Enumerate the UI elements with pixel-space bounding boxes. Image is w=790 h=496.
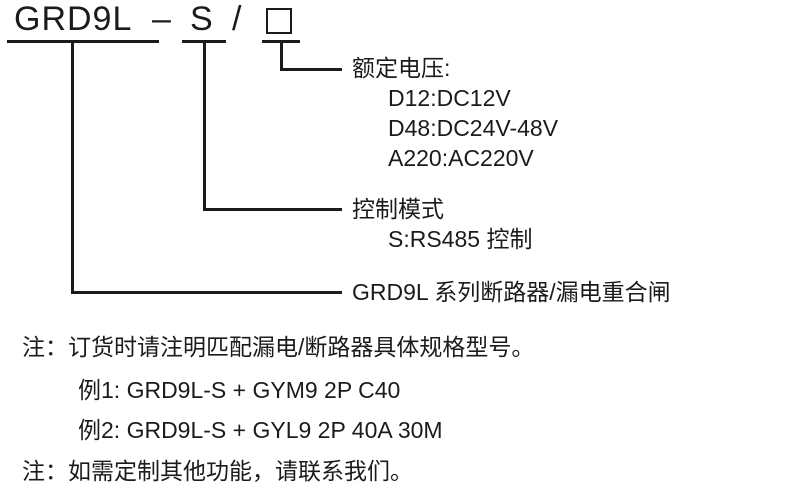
callout-rated-voltage-title: 额定电压:	[352, 55, 451, 81]
control-mode-option-rs485: S:RS485 控制	[388, 226, 533, 252]
note-example-2: 例2: GRD9L-S + GYL9 2P 40A 30M	[78, 417, 443, 443]
callout-series: GRD9L 系列断路器/漏电重合闸	[352, 277, 671, 307]
leader-vertical-control-mode	[203, 40, 206, 211]
callout-control-mode: 控制模式 S:RS485 控制	[352, 194, 532, 254]
model-code-voltage-placeholder-box	[266, 8, 292, 34]
model-code-separator-slash: /	[232, 0, 243, 38]
voltage-option-a220: A220:AC220V	[388, 145, 534, 171]
model-code-series: GRD9L	[14, 0, 133, 38]
leader-horizontal-voltage	[280, 68, 342, 71]
note-example-1: 例1: GRD9L-S + GYM9 2P C40	[78, 377, 401, 403]
leader-vertical-voltage	[280, 40, 283, 71]
leader-horizontal-series	[71, 291, 342, 294]
note-ordering: 注：订货时请注明匹配漏电/断路器具体规格型号。	[22, 334, 535, 360]
note-customize: 注：如需定制其他功能，请联系我们。	[22, 458, 413, 484]
leader-vertical-series	[71, 40, 74, 293]
voltage-option-d48: D48:DC24V-48V	[388, 115, 559, 141]
callout-control-mode-title: 控制模式	[352, 196, 444, 222]
underline-series	[7, 40, 159, 43]
model-code-control-mode: S	[190, 0, 214, 38]
callout-rated-voltage: 额定电压: D12:DC12V D48:DC24V-48V A220:AC220…	[352, 53, 558, 173]
leader-horizontal-control-mode	[203, 208, 342, 211]
model-code-row: GRD9L – S /	[0, 0, 790, 40]
callout-series-title: GRD9L 系列断路器/漏电重合闸	[352, 279, 671, 305]
voltage-option-d12: D12:DC12V	[388, 85, 511, 111]
model-code-separator-dash: –	[152, 0, 172, 38]
